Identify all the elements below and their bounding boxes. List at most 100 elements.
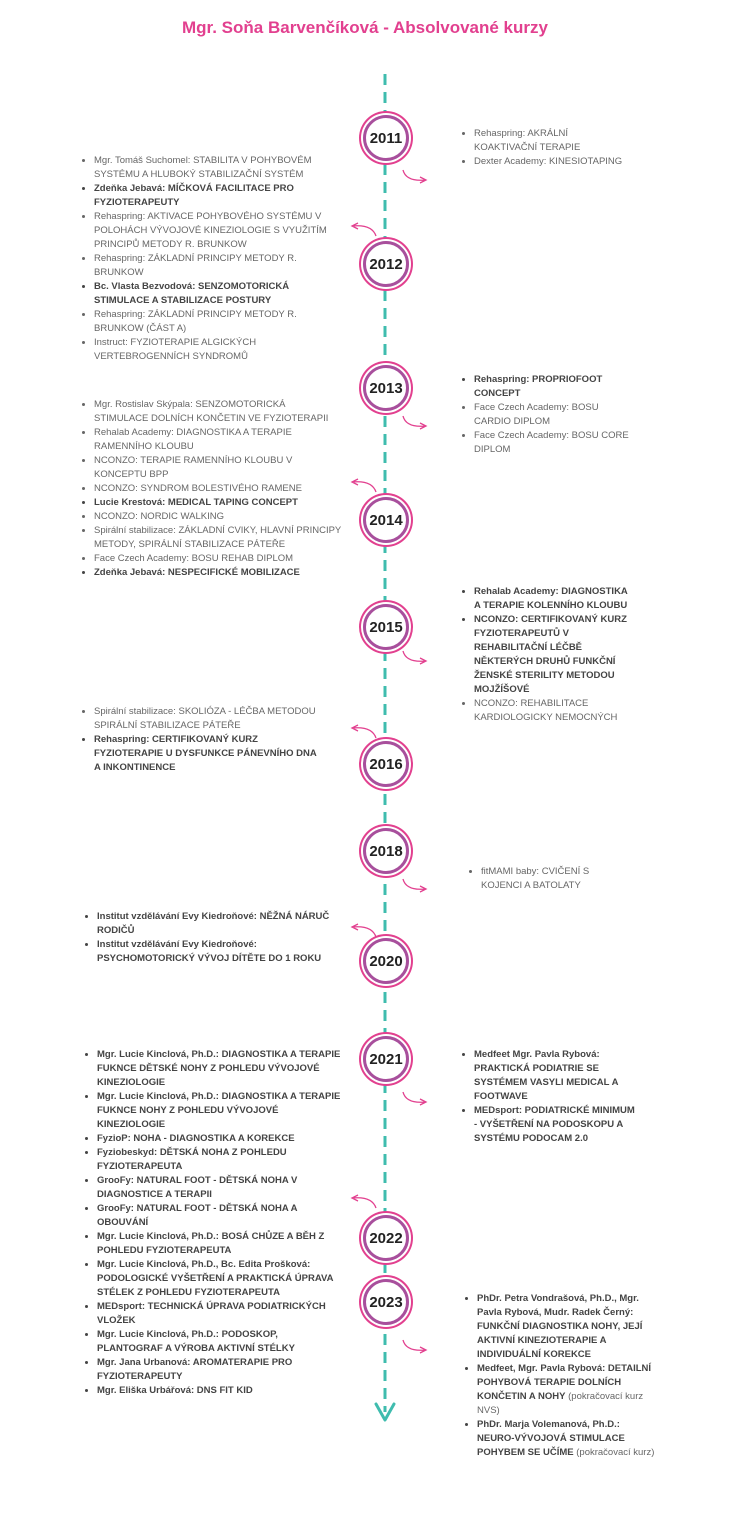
year-label: 2013 xyxy=(369,379,403,397)
course-list-2016: Spirální stabilizace: SKOLIÓZA - LÉČBA M… xyxy=(80,705,319,775)
year-label: 2016 xyxy=(369,755,403,773)
year-label: 2022 xyxy=(369,1229,403,1247)
course-item: Rehalab Academy: DIAGNOSTIKA A TERAPIE K… xyxy=(474,585,634,613)
course-item: Rehalab Academy: DIAGNOSTIKA A TERAPIE R… xyxy=(94,426,342,454)
course-list-2011: Rehaspring: AKRÁLNÍ KOAKTIVAČNÍ TERAPIED… xyxy=(460,127,629,169)
year-marker-2023: 2023 xyxy=(363,1279,409,1325)
course-list-2021: Medfeet Mgr. Pavla Rybová: PRAKTICKÁ POD… xyxy=(460,1048,639,1146)
course-item: Institut vzdělávání Evy Kiedroňové: NĚŽN… xyxy=(97,910,337,938)
course-text: NCONZO: SYNDROM BOLESTIVÉHO RAMENE xyxy=(94,483,302,494)
course-item: NCONZO: SYNDROM BOLESTIVÉHO RAMENE xyxy=(94,482,342,496)
curl-arrow-icon xyxy=(350,222,377,237)
course-text: fitMAMI baby: CVIČENÍ S KOJENCI A BATOLA… xyxy=(481,866,590,891)
course-item: Rehaspring: CERTIFIKOVANÝ KURZ FYZIOTERA… xyxy=(94,733,319,775)
course-text: Mgr. Eliška Urbářová: DNS FIT KID xyxy=(97,1385,253,1396)
course-item: Mgr. Jana Urbanová: AROMATERAPIE PRO FYZ… xyxy=(97,1356,342,1384)
course-text: Rehalab Academy: DIAGNOSTIKA A TERAPIE K… xyxy=(474,586,628,611)
course-note: (pokračovací kurz) xyxy=(573,1447,655,1458)
course-text: Institut vzdělávání Evy Kiedroňové: PSYC… xyxy=(97,939,322,964)
course-item: Medfeet, Mgr. Pavla Rybová: DETAILNÍ POH… xyxy=(477,1362,657,1418)
course-text: Mgr. Lucie Kinclová, Ph.D.: DIAGNOSTIKA … xyxy=(97,1049,341,1088)
course-list-2013: Rehaspring: PROPRIOFOOT CONCEPT Face Czec… xyxy=(460,373,629,457)
course-text: Rehaspring: CERTIFIKOVANÝ KURZ FYZIOTERA… xyxy=(94,734,317,773)
course-item: Instruct: FYZIOTERAPIE ALGICKÝCH VERTEBR… xyxy=(94,336,342,364)
course-item: Rehaspring: AKTIVACE POHYBOVÉHO SYSTÉMU … xyxy=(94,210,342,252)
course-text: Rehalab Academy: DIAGNOSTIKA A TERAPIE R… xyxy=(94,427,292,452)
curl-arrow-icon xyxy=(402,415,428,430)
year-marker-2022: 2022 xyxy=(363,1215,409,1261)
course-text: Spirální stabilizace: ZÁKLADNÍ CVIKY, HL… xyxy=(94,525,342,550)
curl-arrow-icon xyxy=(350,724,377,739)
course-text: Medfeet Mgr. Pavla Rybová: PRAKTICKÁ POD… xyxy=(474,1049,619,1102)
course-text: Fyziobeskyd: DĚTSKÁ NOHA Z POHLEDU FYZIO… xyxy=(97,1147,287,1172)
year-label: 2020 xyxy=(369,952,403,970)
course-item: Rehaspring: AKRÁLNÍ KOAKTIVAČNÍ TERAPIE xyxy=(474,127,629,155)
course-item: Bc. Vlasta Bezvodová: SENZOMOTORICKÁ STI… xyxy=(94,280,342,308)
course-item: Rehaspring: PROPRIOFOOT CONCEPT xyxy=(474,373,629,401)
course-text: Zdeňka Jebavá: NESPECIFICKÉ MOBILIZACE xyxy=(94,567,300,578)
course-text: FyzioP: NOHA - DIAGNOSTIKA A KOREKCE xyxy=(97,1133,295,1144)
curl-arrow-icon xyxy=(402,1091,428,1106)
course-text: Lucie Krestová: MEDICAL TAPING CONCEPT xyxy=(94,497,298,508)
curl-arrow-icon xyxy=(402,1339,428,1354)
course-text: Spirální stabilizace: SKOLIÓZA - LÉČBA M… xyxy=(94,706,316,731)
course-list-2014: Mgr. Rostislav Skýpala: SENZOMOTORICKÁ S… xyxy=(80,398,342,580)
course-text: NCONZO: TERAPIE RAMENNÍHO KLOUBU V KONCE… xyxy=(94,455,293,480)
course-text: Mgr. Jana Urbanová: AROMATERAPIE PRO FYZ… xyxy=(97,1357,293,1382)
course-item: fitMAMI baby: CVIČENÍ S KOJENCI A BATOLA… xyxy=(481,865,621,893)
year-marker-2015: 2015 xyxy=(363,604,409,650)
course-text: NCONZO: REHABILITACE KARDIOLOGICKY NEMOC… xyxy=(474,698,618,723)
course-text: MEDsport: TECHNICKÁ ÚPRAVA PODIATRICKÝCH… xyxy=(97,1301,326,1326)
course-item: NCONZO: REHABILITACE KARDIOLOGICKY NEMOC… xyxy=(474,697,634,725)
course-item: Mgr. Lucie Kinclová, Ph.D.: PODOSKOP, PL… xyxy=(97,1328,342,1356)
year-marker-2013: 2013 xyxy=(363,365,409,411)
year-label: 2018 xyxy=(369,842,403,860)
course-item: Rehaspring: ZÁKLADNÍ PRINCIPY METODY R. … xyxy=(94,252,342,280)
course-item: PhDr. Marja Volemanová, Ph.D.: NEURO-VÝV… xyxy=(477,1418,657,1460)
curl-arrow-icon xyxy=(350,1194,377,1209)
year-label: 2015 xyxy=(369,618,403,636)
course-text: Instruct: FYZIOTERAPIE ALGICKÝCH VERTEBR… xyxy=(94,337,257,362)
course-item: GrooFy: NATURAL FOOT - DĚTSKÁ NOHA V DIA… xyxy=(97,1174,342,1202)
course-text: Mgr. Lucie Kinclová, Ph.D.: PODOSKOP, PL… xyxy=(97,1329,295,1354)
course-item: Fyziobeskyd: DĚTSKÁ NOHA Z POHLEDU FYZIO… xyxy=(97,1146,342,1174)
course-text: Rehaspring: ZÁKLADNÍ PRINCIPY METODY R. … xyxy=(94,309,297,334)
course-item: Zdeňka Jebavá: MÍČKOVÁ FACILITACE PRO FY… xyxy=(94,182,342,210)
course-item: Institut vzdělávání Evy Kiedroňové: PSYC… xyxy=(97,938,337,966)
course-item: Face Czech Academy: BOSU REHAB DIPLOM xyxy=(94,552,342,566)
year-label: 2021 xyxy=(369,1050,403,1068)
course-item: GrooFy: NATURAL FOOT - DĚTSKÁ NOHA A OBO… xyxy=(97,1202,342,1230)
course-text: NCONZO: CERTIFIKOVANÝ KURZ FYZIOTERAPEUT… xyxy=(474,614,627,695)
course-text: Rehaspring: AKTIVACE POHYBOVÉHO SYSTÉMU … xyxy=(94,211,327,250)
year-label: 2012 xyxy=(369,255,403,273)
course-item: Lucie Krestová: MEDICAL TAPING CONCEPT xyxy=(94,496,342,510)
year-marker-2012: 2012 xyxy=(363,241,409,287)
course-text: Dexter Academy: KINESIOTAPING xyxy=(474,156,623,167)
course-item: Medfeet Mgr. Pavla Rybová: PRAKTICKÁ POD… xyxy=(474,1048,639,1104)
course-item: NCONZO: TERAPIE RAMENNÍHO KLOUBU V KONCE… xyxy=(94,454,342,482)
curl-arrow-icon xyxy=(402,169,428,184)
course-item: Mgr. Rostislav Skýpala: SENZOMOTORICKÁ S… xyxy=(94,398,342,426)
course-text: GrooFy: NATURAL FOOT - DĚTSKÁ NOHA A OBO… xyxy=(97,1203,298,1228)
course-item: Zdeňka Jebavá: NESPECIFICKÉ MOBILIZACE xyxy=(94,566,342,580)
course-text: Rehaspring: PROPRIOFOOT CONCEPT xyxy=(474,374,603,399)
curl-arrow-icon xyxy=(402,650,428,665)
course-list-2018: fitMAMI baby: CVIČENÍ S KOJENCI A BATOLA… xyxy=(467,865,621,893)
course-text: Mgr. Rostislav Skýpala: SENZOMOTORICKÁ S… xyxy=(94,399,329,424)
year-label: 2011 xyxy=(369,129,403,147)
course-text: GrooFy: NATURAL FOOT - DĚTSKÁ NOHA V DIA… xyxy=(97,1175,298,1200)
year-marker-2018: 2018 xyxy=(363,828,409,874)
year-marker-2016: 2016 xyxy=(363,741,409,787)
course-item: Mgr. Lucie Kinclová, Ph.D.: DIAGNOSTIKA … xyxy=(97,1048,342,1090)
year-marker-2020: 2020 xyxy=(363,938,409,984)
course-text: Bc. Vlasta Bezvodová: SENZOMOTORICKÁ STI… xyxy=(94,281,290,306)
course-text: Zdeňka Jebavá: MÍČKOVÁ FACILITACE PRO FY… xyxy=(94,183,294,208)
course-item: PhDr. Petra Vondrašová, Ph.D., Mgr. Pavl… xyxy=(477,1292,657,1362)
course-text: Face Czech Academy: BOSU CARDIO DIPLOM xyxy=(474,402,599,427)
timeline-end-arrow-icon xyxy=(374,1402,396,1422)
curl-arrow-icon xyxy=(350,923,377,938)
course-item: NCONZO: CERTIFIKOVANÝ KURZ FYZIOTERAPEUT… xyxy=(474,613,634,697)
course-list-2015: Rehalab Academy: DIAGNOSTIKA A TERAPIE K… xyxy=(460,585,634,725)
course-item: Rehaspring: ZÁKLADNÍ PRINCIPY METODY R. … xyxy=(94,308,342,336)
year-label: 2014 xyxy=(369,511,403,529)
